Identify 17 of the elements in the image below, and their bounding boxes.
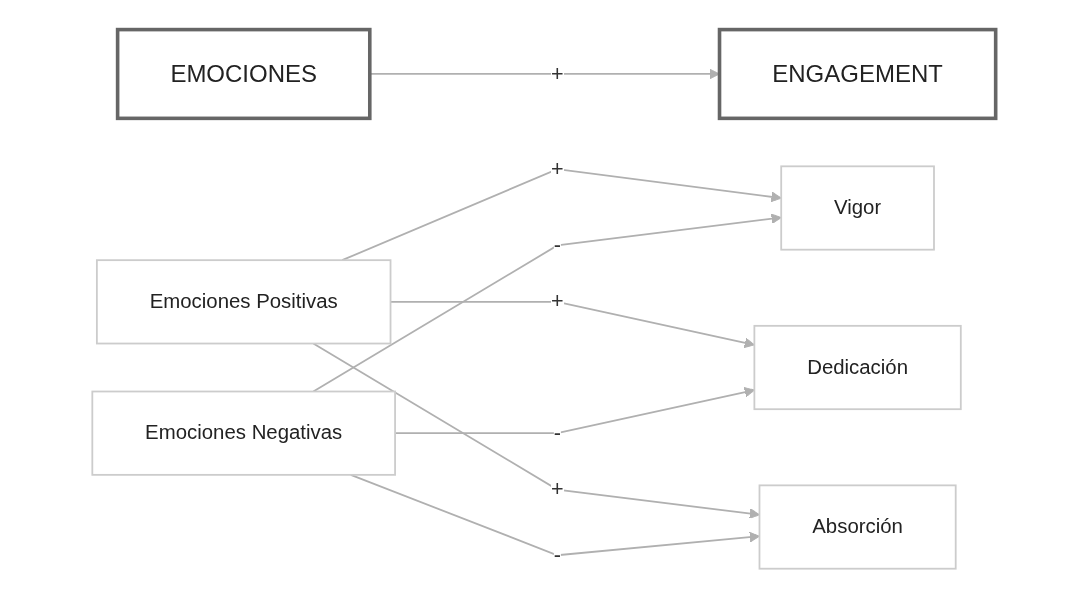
node-box: Emociones Positivas: [95, 259, 392, 345]
edge-label: -: [553, 420, 561, 445]
node-box: Emociones Negativas: [91, 390, 396, 476]
node-box: Dedicación: [753, 324, 962, 411]
edge-label: +: [550, 289, 564, 314]
node-box: Absorción: [758, 484, 957, 570]
node-box: ENGAGEMENT: [717, 27, 998, 121]
node-box: EMOCIONES: [115, 27, 372, 121]
edge-label: +: [550, 156, 564, 181]
edge-label: +: [550, 61, 564, 86]
arrow: [341, 168, 782, 262]
arrow: [312, 213, 782, 393]
arrow: [312, 342, 760, 519]
edge-label: -: [553, 542, 561, 567]
node-box: Vigor: [780, 165, 935, 251]
edge-label: -: [553, 232, 561, 257]
edge-label: +: [550, 476, 564, 501]
